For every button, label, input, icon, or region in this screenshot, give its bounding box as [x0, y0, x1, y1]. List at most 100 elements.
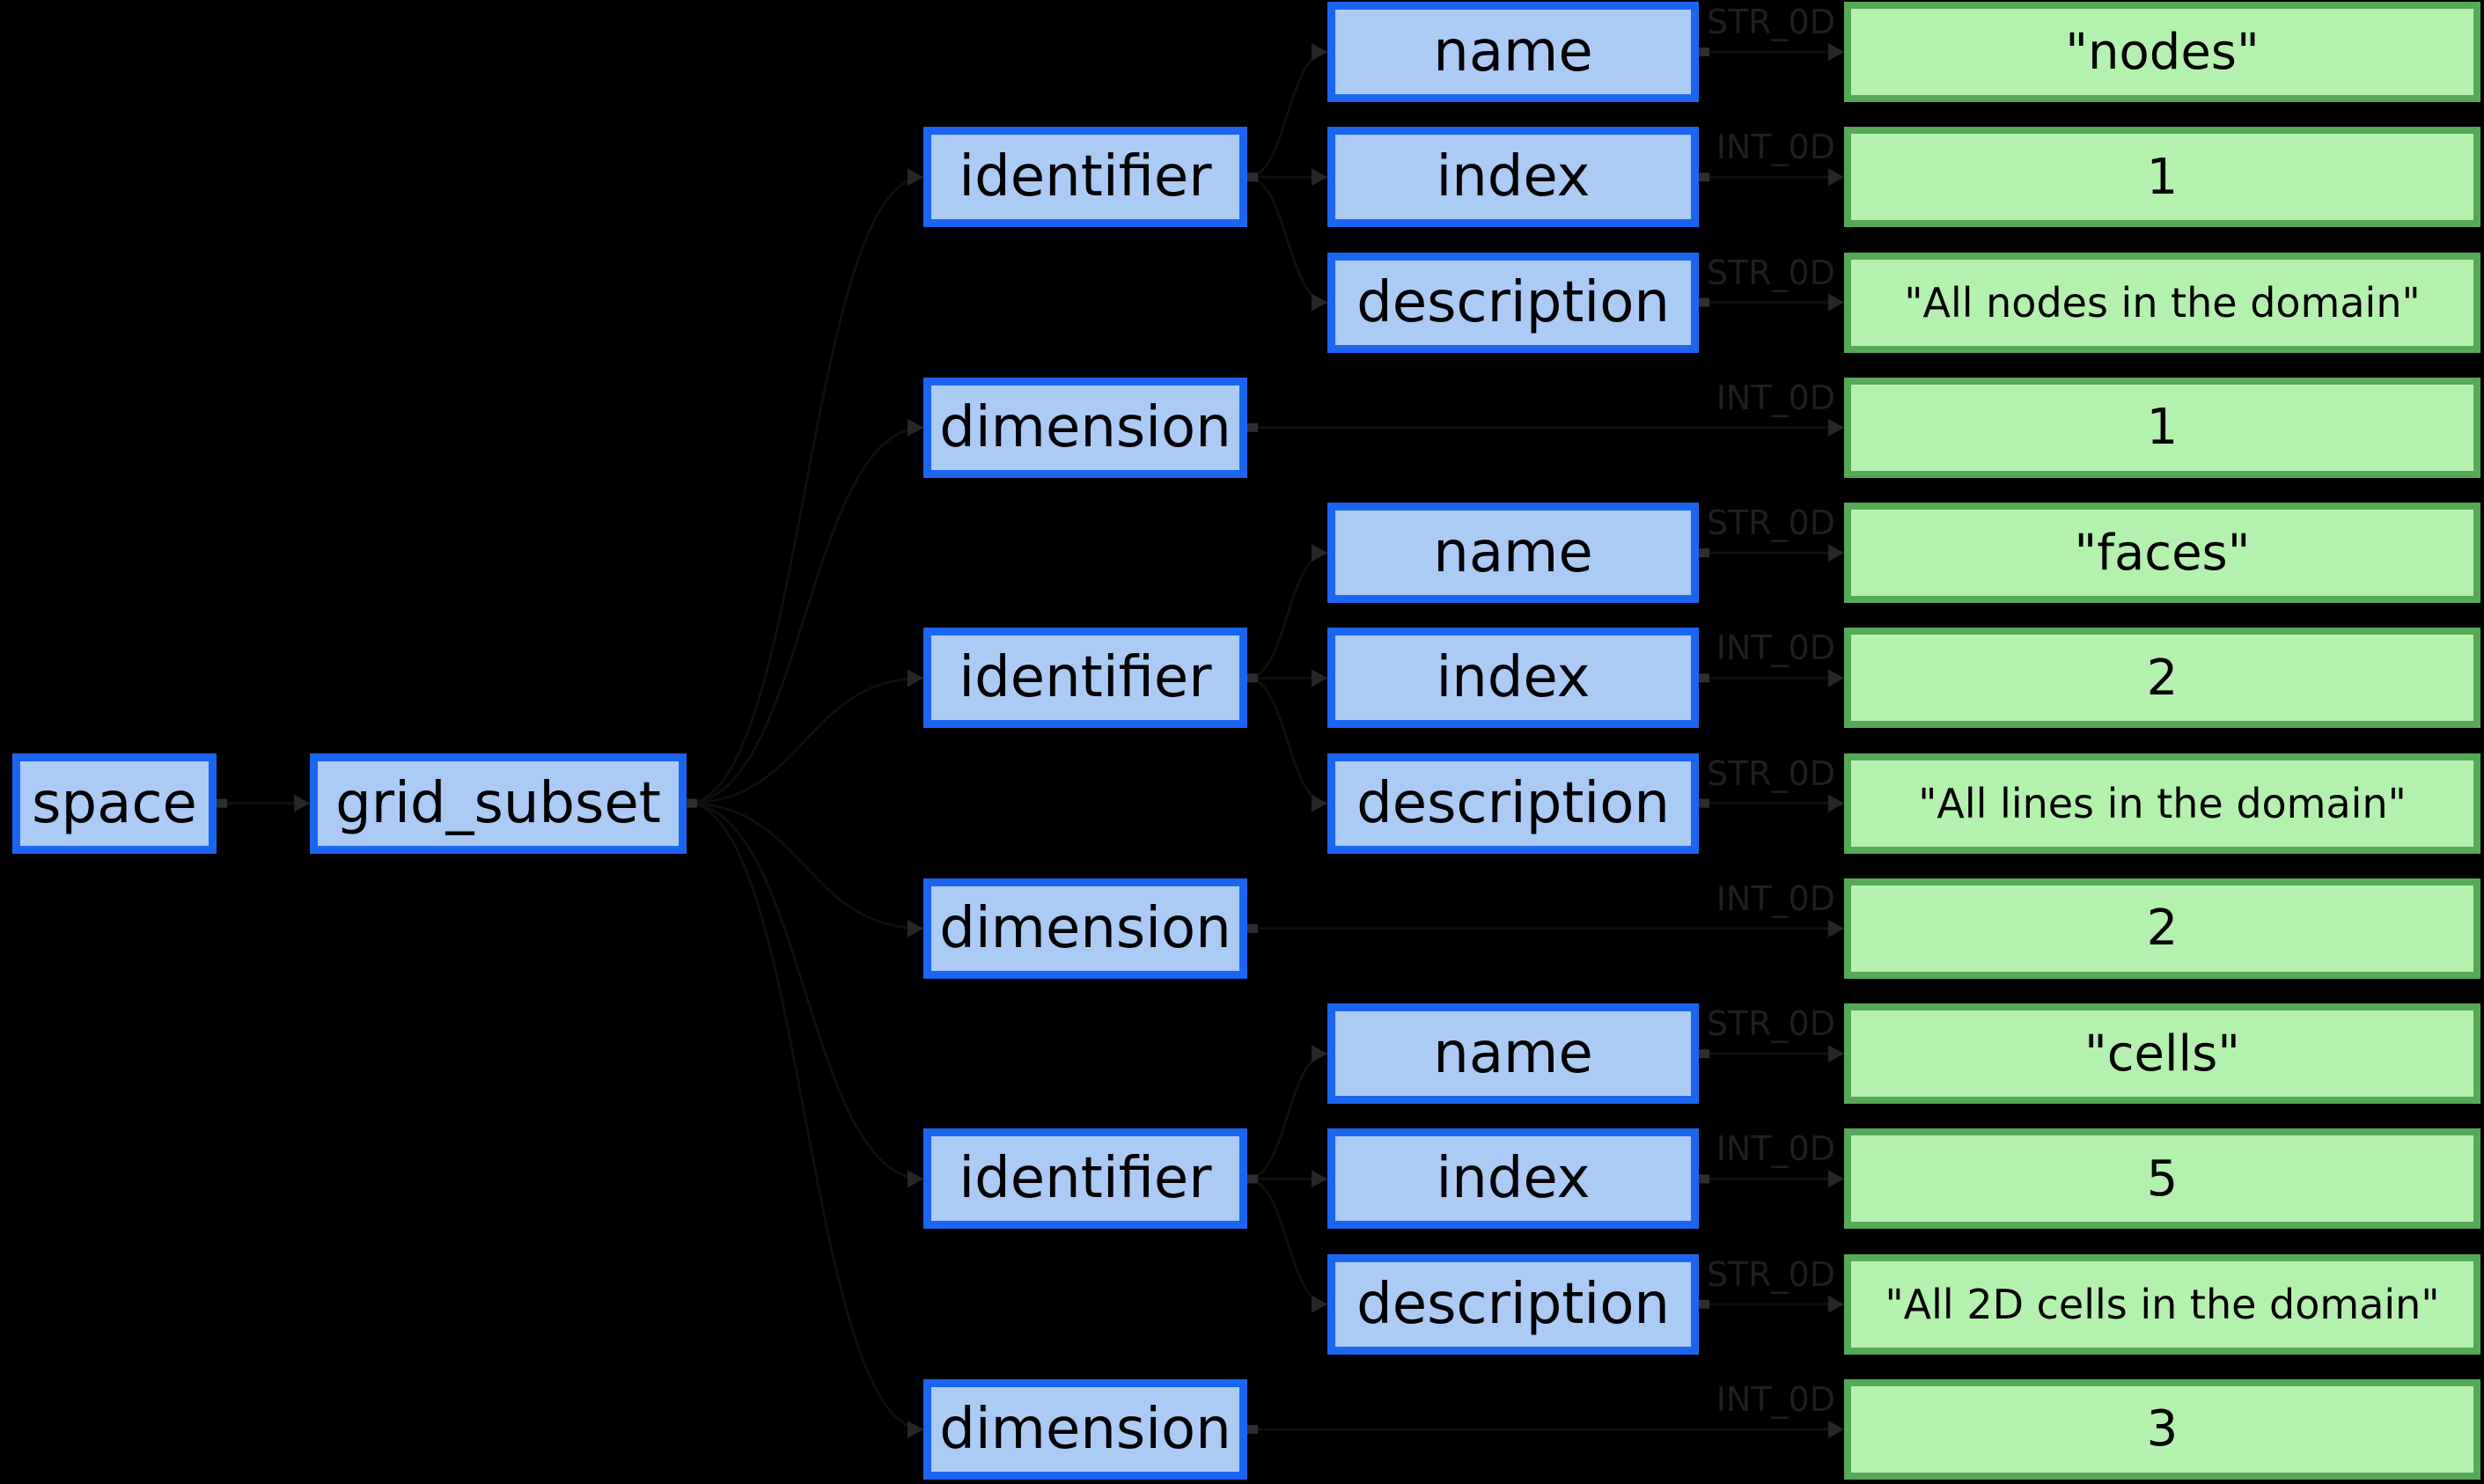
node-index: index [1327, 1128, 1699, 1230]
node-name: name [1327, 503, 1699, 604]
edge-arrowhead [908, 1170, 923, 1188]
edge-line [686, 802, 924, 1431]
edge-arrowhead [1312, 669, 1327, 687]
edge-type-label: STR_0D [1706, 253, 1835, 292]
node-description-value: "All lines in the domain" [1844, 753, 2480, 854]
node-name: name [1327, 2, 1699, 102]
edge-arrowhead [1828, 794, 1844, 812]
node-description-value-label: "All nodes in the domain" [1904, 278, 2421, 327]
edge-stub [1697, 298, 1709, 307]
edge-arrowhead [1828, 1295, 1844, 1313]
node-dimension-value-label: 2 [2146, 900, 2179, 958]
edge-arrowhead [1828, 418, 1844, 437]
edge-stub [1697, 1049, 1709, 1059]
node-description: description [1327, 753, 1699, 854]
edge-stub [1697, 548, 1709, 558]
edge-stub [1697, 1299, 1709, 1309]
edge-type-label: INT_0D [1716, 378, 1835, 417]
edge-line [686, 802, 924, 930]
node-index-value: 1 [1844, 127, 2480, 228]
node-dimension-label: dimension [939, 895, 1231, 961]
node-index-value: 5 [1844, 1128, 2480, 1230]
node-dimension: dimension [923, 377, 1247, 478]
edge-type-label: STR_0D [1706, 503, 1835, 543]
node-description: description [1327, 252, 1699, 353]
node-grid-subset: grid_subset [310, 753, 687, 854]
edge-line [686, 802, 924, 1180]
edge-arrowhead [1312, 1045, 1327, 1063]
node-name-label: name [1433, 520, 1593, 586]
edge-arrowhead [908, 1420, 923, 1438]
node-index-value: 2 [1844, 628, 2480, 729]
node-index-value-label: 2 [2146, 649, 2179, 707]
node-name: name [1327, 1003, 1699, 1105]
edge-arrowhead [1828, 544, 1844, 562]
node-identifier-label: identifier [959, 645, 1212, 711]
edge-line [686, 426, 924, 805]
edge-stub [1246, 923, 1258, 933]
edge-type-label: STR_0D [1706, 3, 1835, 41]
edge-arrowhead [1312, 544, 1327, 562]
edge-arrowhead [1828, 168, 1844, 187]
edge-stub [1697, 48, 1709, 56]
node-dimension-value: 1 [1844, 377, 2480, 478]
edge-arrowhead [1828, 669, 1844, 687]
edge-type-label: STR_0D [1706, 753, 1835, 793]
edge-arrowhead [1828, 293, 1844, 312]
node-identifier-label: identifier [959, 144, 1212, 210]
edge-type-label: INT_0D [1716, 878, 1835, 918]
node-identifier-label: identifier [959, 1146, 1212, 1212]
edge-stub [215, 798, 227, 808]
node-identifier: identifier [923, 1128, 1247, 1230]
edge-line [686, 676, 924, 805]
edge-stub [1246, 422, 1258, 432]
node-name-value-label: "nodes" [2065, 23, 2260, 81]
node-description-value: "All 2D cells in the domain" [1844, 1253, 2480, 1355]
edge-stub [1697, 673, 1709, 683]
edge-arrowhead [1312, 1170, 1327, 1188]
node-name-label: name [1433, 1021, 1593, 1087]
node-description: description [1327, 1253, 1699, 1355]
node-index-value-label: 5 [2146, 1150, 2179, 1208]
node-dimension-value: 3 [1844, 1378, 2480, 1480]
edge-arrowhead [908, 418, 923, 437]
edge-stub [1246, 673, 1258, 683]
node-description-label: description [1356, 1271, 1670, 1337]
node-index: index [1327, 628, 1699, 729]
edge-type-label: INT_0D [1716, 1129, 1835, 1169]
node-dimension-label: dimension [939, 1396, 1231, 1462]
edge-stub [1246, 1424, 1258, 1434]
edge-stub [1246, 1174, 1258, 1184]
node-name-value-label: "cells" [2083, 1025, 2241, 1083]
edge-line [1246, 175, 1328, 305]
node-dimension: dimension [923, 878, 1247, 979]
node-name-value: "faces" [1844, 503, 2480, 604]
edge-stub [685, 798, 697, 808]
edge-type-label: STR_0D [1706, 1254, 1835, 1294]
edge-arrowhead [1828, 1170, 1844, 1188]
node-description-value-label: "All 2D cells in the domain" [1885, 1280, 2440, 1328]
node-dimension-value: 2 [1844, 878, 2480, 979]
node-index-label: index [1436, 144, 1591, 210]
edge-line [1246, 50, 1328, 179]
node-description-value-label: "All lines in the domain" [1918, 779, 2407, 827]
edge-arrowhead [1828, 43, 1844, 61]
node-dimension-value-label: 1 [2146, 399, 2179, 457]
node-space: space [12, 753, 217, 854]
edge-type-label: STR_0D [1706, 1004, 1835, 1044]
edge-line [1246, 1052, 1328, 1180]
node-index-label: index [1436, 1146, 1591, 1212]
node-description-label: description [1356, 770, 1670, 836]
edge-line [1246, 676, 1328, 805]
edge-arrowhead [294, 794, 310, 812]
edge-type-label: INT_0D [1716, 128, 1835, 167]
node-dimension-value-label: 3 [2146, 1400, 2179, 1458]
node-identifier: identifier [923, 127, 1247, 228]
node-name-value-label: "faces" [2074, 524, 2251, 582]
node-description-value: "All nodes in the domain" [1844, 252, 2480, 353]
edge-arrowhead [908, 669, 923, 687]
node-dimension: dimension [923, 1378, 1247, 1480]
node-identifier: identifier [923, 628, 1247, 729]
